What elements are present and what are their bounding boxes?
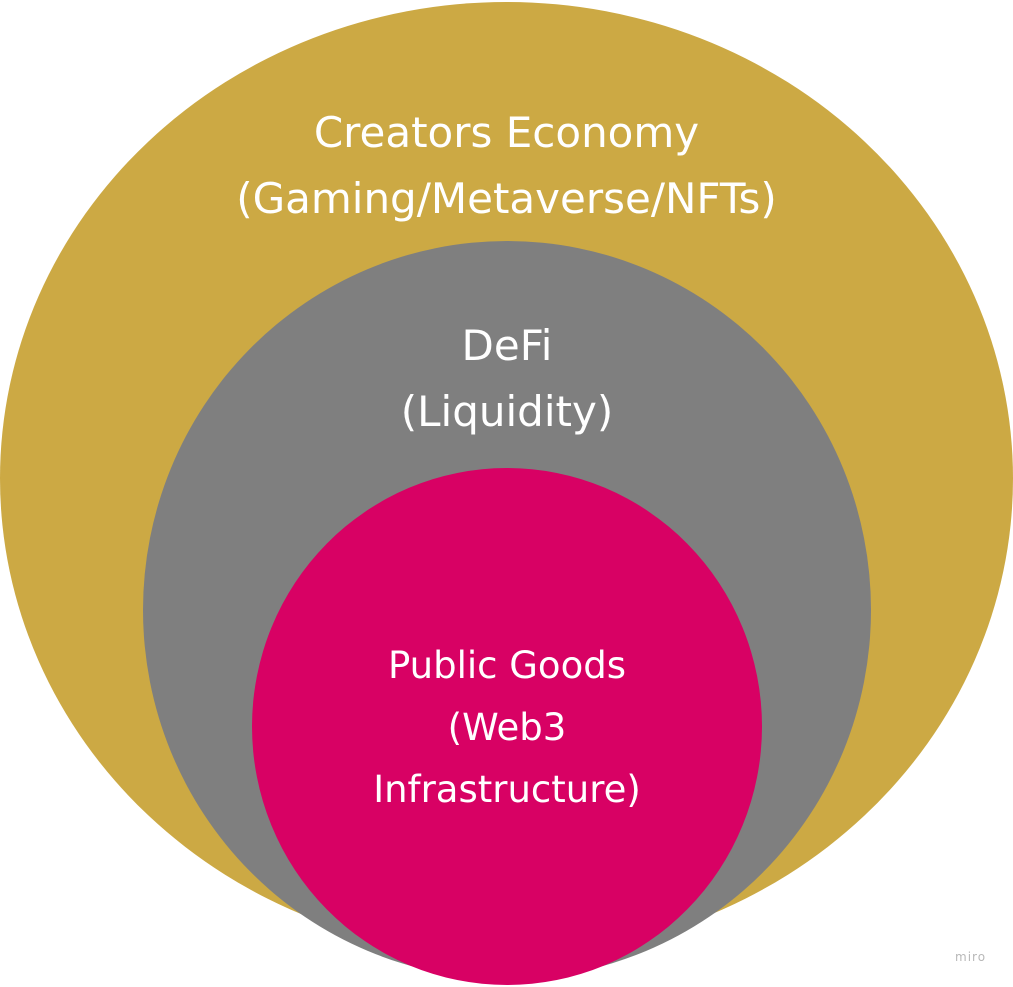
inner-label-title: Public Goods: [388, 644, 626, 687]
outer-circle-label: Creators Economy (Gaming/Metaverse/NFTs): [0, 100, 1013, 232]
middle-label-title: DeFi: [461, 321, 553, 370]
miro-watermark: miro: [955, 950, 987, 964]
inner-label-subtitle-2: Infrastructure): [373, 768, 641, 811]
inner-label-subtitle-1: (Web3: [447, 706, 567, 749]
inner-circle-label: Public Goods (Web3 Infrastructure): [252, 635, 762, 821]
middle-circle-label: DeFi (Liquidity): [143, 313, 871, 445]
inner-circle-public-goods: [252, 468, 762, 985]
outer-label-subtitle: (Gaming/Metaverse/NFTs): [236, 174, 777, 223]
outer-label-title: Creators Economy: [313, 108, 700, 157]
middle-label-subtitle: (Liquidity): [400, 387, 614, 436]
